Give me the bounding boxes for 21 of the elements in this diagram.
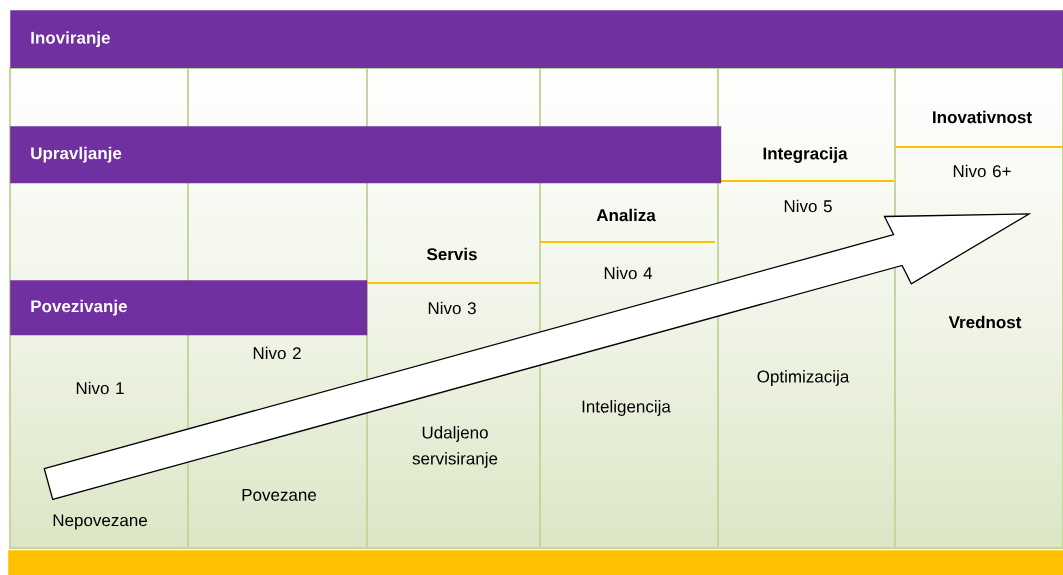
stage-heading: Analiza <box>596 208 656 222</box>
stage-heading: Servis <box>426 247 477 261</box>
base-bar <box>8 550 1063 575</box>
block-arrow <box>43 213 1032 501</box>
stage-description: Povezane <box>242 489 317 501</box>
stage-heading: Inovativnost <box>933 110 1032 124</box>
level-label: Nivo 4 <box>604 266 653 280</box>
category-bar: Upravljanje <box>10 126 722 184</box>
level-label: Nivo 1 <box>76 381 124 395</box>
stage-description: Optimizacija <box>757 370 850 386</box>
level-label: Nivo 5 <box>784 199 832 213</box>
level-label: Nivo 6+ <box>953 164 1011 178</box>
stage-description: Inteligencija <box>582 400 671 416</box>
level-label: Nivo 3 <box>428 301 476 315</box>
category-bar: Povezivanje <box>10 280 368 336</box>
stage-description: Udaljeno servisiranje <box>412 426 498 468</box>
category-bar: Inoviranje <box>10 10 1063 69</box>
level-label: Nivo 2 <box>253 346 301 360</box>
stage-heading: Integracija <box>763 147 848 163</box>
stage-heading: Vrednost <box>948 315 1022 329</box>
stage-description: Nepovezane <box>53 514 147 530</box>
